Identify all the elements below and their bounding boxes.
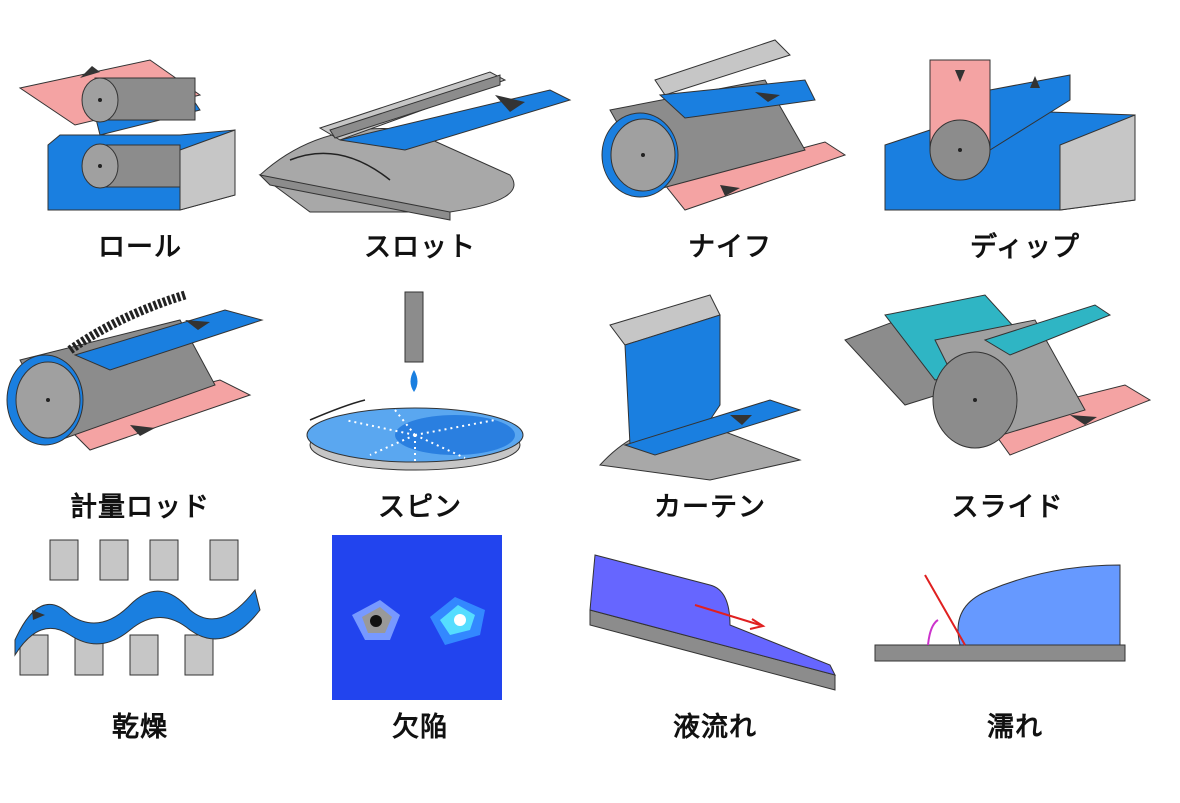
label-slide: スライド xyxy=(951,492,1064,523)
panel-liquid-flow: 液流れ xyxy=(580,535,850,800)
knife-coating-icon xyxy=(601,39,847,211)
panel-metering-rod: 計量ロッド xyxy=(0,270,280,535)
roll-coating-icon xyxy=(18,59,236,211)
panel-curtain: カーテン xyxy=(570,270,850,535)
metering-rod-icon xyxy=(6,290,264,451)
panel-slot: スロット xyxy=(250,0,590,270)
label-wetting: 濡れ xyxy=(987,712,1043,743)
panel-dip: ディップ xyxy=(870,0,1180,270)
panel-drying: 乾燥 xyxy=(0,535,280,800)
panel-roll: ロール xyxy=(0,0,280,270)
dip-coating-icon xyxy=(884,59,1136,211)
panel-slide: スライド xyxy=(835,270,1180,535)
label-spin: スピン xyxy=(378,492,462,523)
defect-icon xyxy=(332,535,502,700)
panel-wetting: 濡れ xyxy=(870,535,1160,800)
panel-knife: ナイフ xyxy=(585,0,875,270)
label-slot: スロット xyxy=(364,232,476,263)
label-defect: 欠陥 xyxy=(392,712,448,743)
label-metering-rod: 計量ロッド xyxy=(70,492,210,523)
wetting-icon xyxy=(874,564,1126,662)
slot-coating-icon xyxy=(258,71,572,221)
slide-coating-icon xyxy=(844,294,1152,456)
label-curtain: カーテン xyxy=(654,492,766,523)
liquid-flow-icon xyxy=(589,554,836,691)
label-roll: ロール xyxy=(98,232,182,263)
label-drying: 乾燥 xyxy=(112,712,168,743)
drying-icon xyxy=(14,539,261,676)
spin-coating-icon xyxy=(306,291,524,471)
curtain-coating-icon xyxy=(598,294,802,481)
panel-spin: スピン xyxy=(285,270,555,535)
label-liquid-flow: 液流れ xyxy=(673,712,757,743)
label-knife: ナイフ xyxy=(688,232,772,263)
panel-defect: 欠陥 xyxy=(290,535,550,800)
label-dip: ディップ xyxy=(969,232,1081,263)
